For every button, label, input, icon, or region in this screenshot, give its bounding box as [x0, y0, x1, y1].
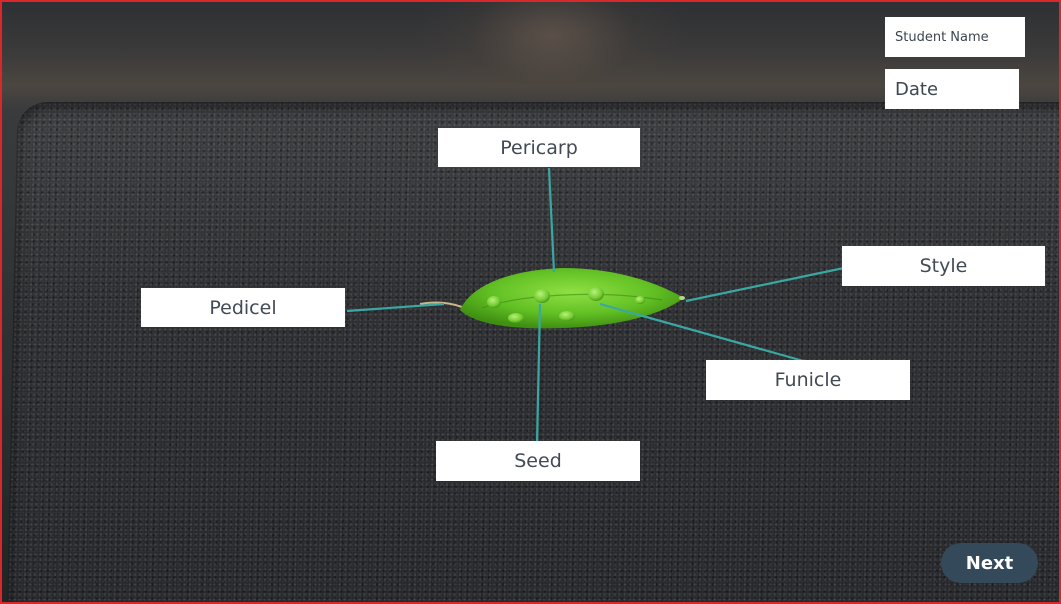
- style-label-box[interactable]: Style: [842, 246, 1045, 286]
- seed-label: Seed: [514, 450, 562, 472]
- seed-4: [559, 311, 575, 321]
- pedicel-label: Pedicel: [209, 297, 276, 319]
- pedicel-leader: [347, 304, 444, 311]
- pericarp-leader: [549, 168, 554, 272]
- funicle-leader: [600, 304, 807, 362]
- seed-1: [487, 296, 501, 308]
- style-tip: [679, 296, 685, 300]
- style-label: Style: [920, 255, 968, 277]
- date-placeholder: Date: [895, 79, 938, 100]
- funicle-label: Funicle: [775, 369, 842, 391]
- style-leader: [686, 268, 844, 301]
- funicle-label-box[interactable]: Funicle: [706, 360, 910, 400]
- pea-pod: [420, 268, 685, 328]
- seed-5: [588, 287, 604, 301]
- seed-2: [508, 313, 524, 323]
- seed-6: [635, 296, 645, 304]
- seed-3: [534, 289, 550, 303]
- date-field[interactable]: Date: [885, 69, 1019, 109]
- student-name-field[interactable]: Student Name: [885, 17, 1025, 57]
- pedicel-label-box[interactable]: Pedicel: [141, 288, 345, 327]
- next-button[interactable]: Next: [941, 543, 1038, 583]
- seed-label-box[interactable]: Seed: [436, 441, 640, 481]
- pericarp-label: Pericarp: [500, 137, 578, 159]
- next-button-label: Next: [966, 553, 1014, 574]
- student-name-placeholder: Student Name: [895, 30, 989, 45]
- pericarp-label-box[interactable]: Pericarp: [438, 128, 640, 167]
